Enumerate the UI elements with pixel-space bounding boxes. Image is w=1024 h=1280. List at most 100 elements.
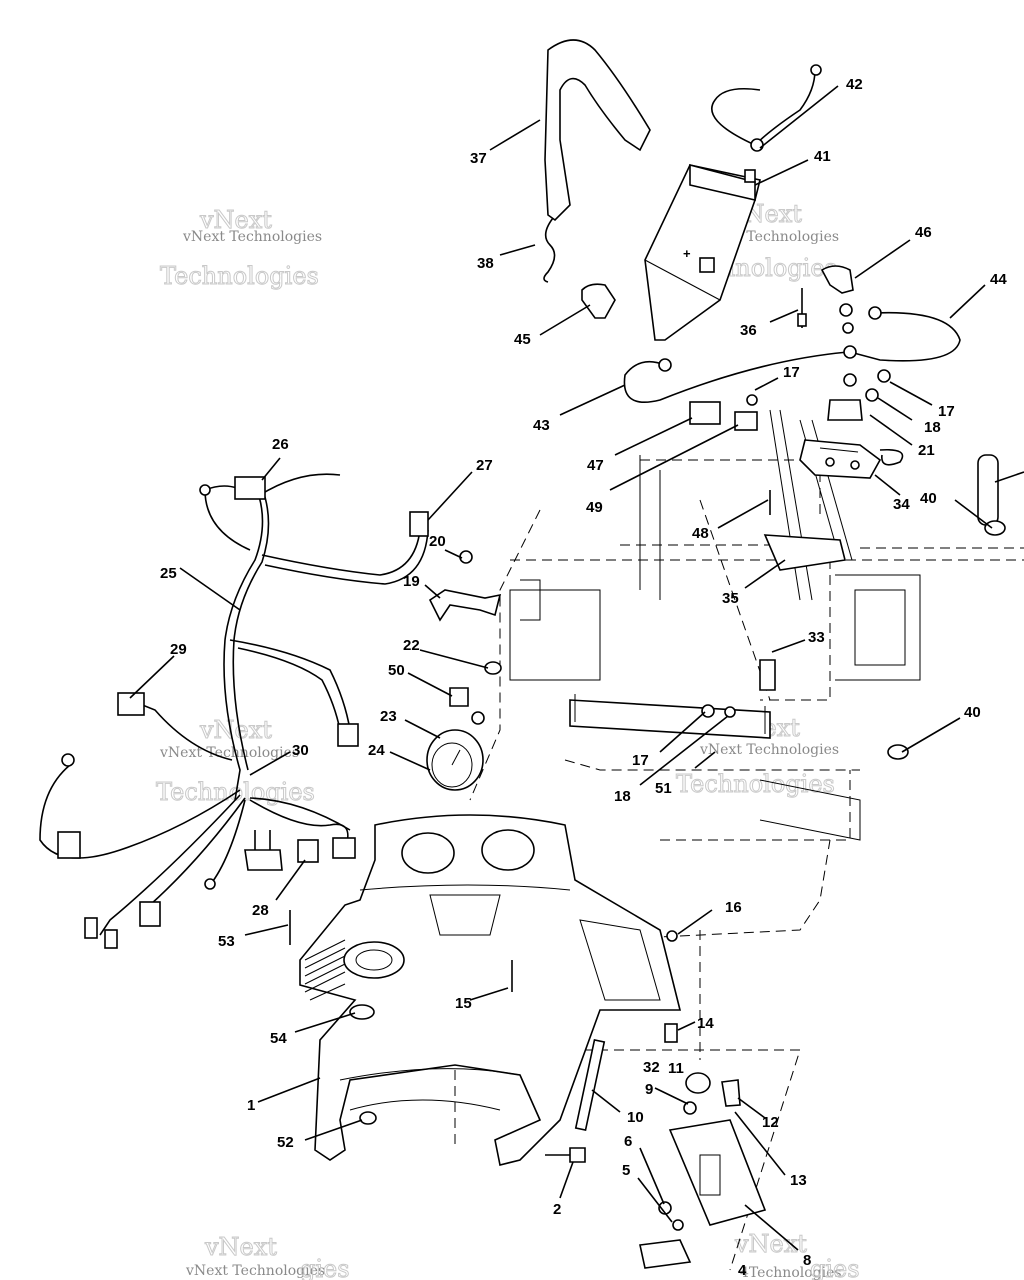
callout-2: 2	[553, 1201, 561, 1218]
watermark-tail: Technologies	[156, 778, 315, 806]
leader-lines	[129, 85, 1024, 1251]
grommet-54	[349, 1004, 375, 1020]
post-40	[977, 454, 999, 526]
watermark-brand: vNext	[734, 1230, 807, 1258]
bracket-19	[428, 589, 502, 622]
callout-20: 20	[429, 533, 446, 550]
watermark-company: vNext Technologies	[159, 745, 299, 761]
relay-49	[734, 411, 758, 431]
callout-53: 53	[218, 933, 235, 950]
callout-5: 5	[622, 1162, 630, 1179]
watermark-partial: gies	[810, 1255, 860, 1280]
callout-42: 42	[846, 76, 863, 93]
callout-37: 37	[470, 150, 487, 167]
watermark-company: vNext Technologies	[699, 742, 839, 758]
callout-26: 26	[272, 436, 289, 453]
callout-17b: 17	[938, 403, 955, 420]
nut-17	[746, 394, 758, 406]
callout-1: 1	[247, 1097, 255, 1114]
callout-49: 49	[586, 499, 603, 516]
callout-15: 15	[455, 995, 472, 1012]
callout-17a: 17	[783, 364, 800, 381]
nut-20	[459, 550, 473, 564]
svg-text:+: +	[683, 246, 691, 261]
watermark-company: vNext Technologies	[182, 229, 322, 245]
callout-46: 46	[915, 224, 932, 241]
callout-40a: 40	[920, 490, 937, 507]
terminal-boot-46	[820, 265, 854, 294]
nut-52	[359, 1111, 377, 1125]
cable-44	[849, 311, 961, 362]
callout-16: 16	[725, 899, 742, 916]
watermark-brand: vNext	[199, 206, 272, 234]
callout-36: 36	[740, 322, 757, 339]
callout-52: 52	[277, 1134, 294, 1151]
bolt-2	[569, 1147, 586, 1163]
callout-33: 33	[808, 629, 825, 646]
callout-19: 19	[403, 573, 420, 590]
callout-numbers: 1 2 4 5 6 8 9 10 11 12 13 14 15 16 17 17…	[160, 76, 1007, 1279]
callout-22: 22	[403, 637, 420, 654]
watermark-company: vNext Technologies	[185, 1263, 325, 1279]
callout-18b: 18	[614, 788, 631, 805]
callout-27: 27	[476, 457, 493, 474]
callout-4: 4	[738, 1262, 747, 1279]
callout-30: 30	[292, 742, 309, 759]
callout-18a: 18	[924, 419, 941, 436]
callout-41: 41	[814, 148, 831, 165]
crossbar-51	[569, 694, 771, 739]
battery: +	[644, 163, 761, 341]
callout-38: 38	[477, 255, 494, 272]
callout-17c: 17	[632, 752, 649, 769]
switch-plate	[668, 1119, 767, 1226]
solenoid-bracket	[799, 369, 904, 479]
watermark-tail: Technologies	[676, 770, 835, 798]
wiring-harness	[39, 473, 429, 949]
callout-54: 54	[270, 1030, 287, 1047]
callout-34: 34	[893, 496, 910, 513]
watermarks: vNext vNext Technologies Technologies vN…	[156, 200, 861, 1280]
connector-50	[449, 687, 469, 707]
callout-47: 47	[587, 457, 604, 474]
callout-14: 14	[697, 1015, 714, 1032]
callout-13: 13	[790, 1172, 807, 1189]
watermark-tail: Technologies	[160, 262, 319, 290]
callout-35: 35	[722, 590, 739, 607]
watermark-brand: vNext	[199, 716, 272, 744]
callout-28: 28	[252, 902, 269, 919]
callout-8: 8	[803, 1252, 811, 1269]
hold-down-strap	[544, 39, 651, 222]
strip-10	[574, 1038, 606, 1132]
callout-10: 10	[627, 1109, 644, 1126]
terminal-boot-45	[581, 283, 616, 319]
bolt-14	[664, 1023, 678, 1043]
callout-6: 6	[624, 1133, 632, 1150]
dash-panel	[299, 814, 682, 1166]
callout-43: 43	[533, 417, 550, 434]
clip-33	[759, 659, 776, 691]
callout-25: 25	[160, 565, 177, 582]
switch-11	[685, 1072, 711, 1094]
callout-32: 32	[643, 1059, 660, 1076]
callout-45: 45	[514, 331, 531, 348]
bracket-35	[763, 534, 846, 571]
callout-48: 48	[692, 525, 709, 542]
callout-44: 44	[990, 271, 1007, 288]
watermark-overlap: 4Technologies	[740, 1265, 842, 1280]
callout-51: 51	[655, 780, 672, 797]
callout-23: 23	[380, 708, 397, 725]
callout-40b: 40	[964, 704, 981, 721]
cable-43	[623, 351, 849, 404]
knob-4	[639, 1239, 692, 1269]
switch-12	[721, 1079, 741, 1107]
hook	[543, 217, 556, 283]
callout-50: 50	[388, 662, 405, 679]
callout-11: 11	[668, 1060, 684, 1077]
callout-21: 21	[918, 442, 935, 459]
callout-29: 29	[170, 641, 187, 658]
relay-47	[689, 401, 721, 425]
callout-24: 24	[368, 742, 385, 759]
watermark-partial: gies	[300, 1255, 350, 1280]
cable-42	[711, 69, 816, 146]
